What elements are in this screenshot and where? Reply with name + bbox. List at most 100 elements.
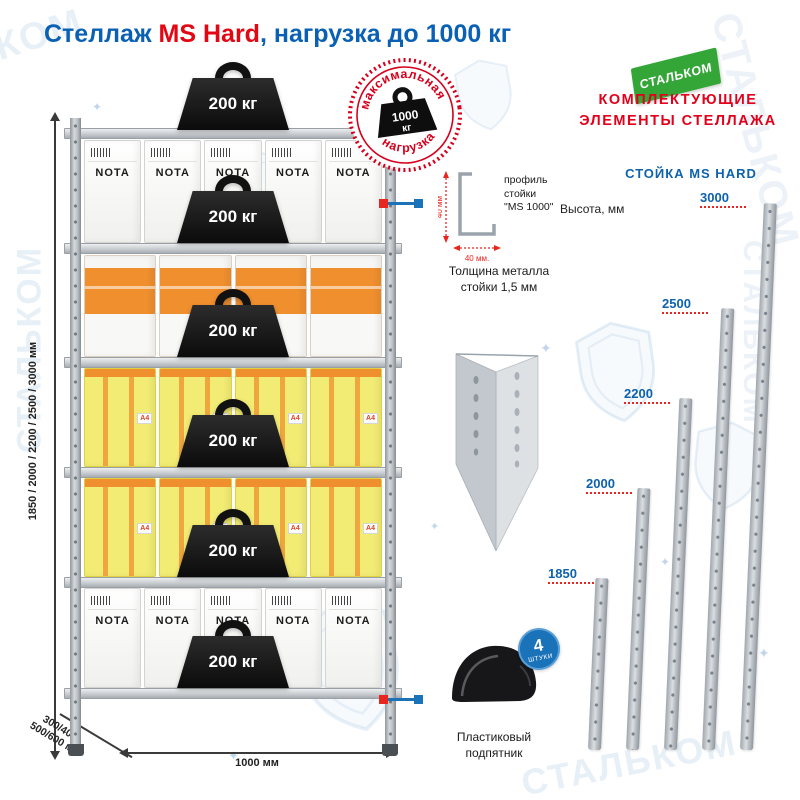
post-height-label-1850: 1850 [548, 566, 577, 581]
box-brand-label: NOTA [155, 615, 190, 627]
post-leader-line [586, 492, 632, 494]
post-height-label-2000: 2000 [586, 476, 615, 491]
height-units-label: Высота, мм [560, 202, 625, 216]
post-leader-line [548, 582, 594, 584]
rack-post-left [70, 118, 81, 746]
pack-size-label: A4 [287, 412, 303, 424]
shelf [64, 357, 402, 368]
thickness-line1: Толщина металла [448, 264, 550, 278]
weight-200kg: 200 кг [177, 173, 289, 243]
post-marker-blue [414, 199, 423, 208]
post-subheading: СТОЙКА MS HARD [625, 166, 757, 181]
weight-200kg: 200 кг [177, 397, 289, 467]
nota-box: NOTA [324, 140, 383, 243]
watermark-text: СТАЛЬКОМ [702, 8, 800, 253]
height-dimension-label: 1850 / 2000 / 2200 / 2500 / 3000 мм [27, 341, 39, 521]
pack-size-label: A4 [363, 522, 378, 534]
profile-dim-horizontal: 40 мм. [465, 254, 489, 263]
metal-thickness-note: Толщина металла стойки 1,5 мм [436, 264, 562, 295]
box-brand-label: NOTA [95, 615, 130, 627]
nota-box: NOTA [84, 140, 142, 243]
profile-dim-vertical: 40 мм [438, 196, 444, 218]
stamp-weight-unit: кг [402, 122, 413, 134]
barcode-icon [91, 148, 111, 157]
post-marker-red [379, 695, 388, 704]
weight-label: 200 кг [208, 94, 258, 113]
weight-label: 200 кг [208, 207, 258, 226]
shield-watermark-icon [574, 321, 656, 423]
foot-label-line2: подпятник [465, 745, 523, 760]
orange-box [309, 255, 382, 357]
upright-post-2200 [664, 398, 693, 751]
shelf [64, 577, 402, 588]
post-height-label-2500: 2500 [662, 296, 691, 311]
pack-size-label: A4 [287, 522, 303, 534]
profile-cross-section [458, 172, 496, 236]
box-brand-label: NOTA [95, 167, 130, 179]
rack-post-right [385, 118, 396, 746]
paper-pack: A4 [84, 478, 157, 577]
post-height-label-2200: 2200 [624, 386, 653, 401]
weight-label: 200 кг [208, 431, 258, 450]
weight-label: 200 кг [208, 321, 258, 340]
title-part1: Стеллаж [44, 20, 159, 48]
profile-label-line3: "MS 1000" [504, 201, 554, 214]
corner-post-render [455, 353, 539, 552]
profile-label: профиль стойки "MS 1000" [504, 174, 553, 215]
barcode-icon [91, 596, 111, 605]
post-height-label-3000: 3000 [700, 190, 729, 205]
pack-size-label: A4 [137, 522, 153, 534]
profile-label-line2: стойки [504, 187, 537, 200]
stamp-weight-value: 1000 [391, 107, 420, 125]
shelf [64, 467, 402, 478]
pack-size-label: A4 [137, 412, 153, 424]
shelf [64, 243, 402, 254]
title-highlight: MS Hard [158, 20, 260, 48]
rack-foot [68, 744, 84, 756]
foot-label-line1: Пластиковый [456, 730, 532, 744]
sparkle-icon: ✦ [430, 521, 440, 533]
weight-200kg: 200 кг [177, 287, 289, 357]
barcode-icon [271, 596, 292, 605]
thickness-line2: стойки 1,5 мм [460, 279, 538, 294]
weight-label: 200 кг [208, 652, 258, 671]
upright-post-2500 [702, 308, 735, 751]
barcode-icon [271, 148, 292, 157]
shield-watermark-icon [453, 59, 512, 131]
post-leader-line [624, 402, 670, 404]
box-brand-label: NOTA [336, 615, 371, 627]
sparkle-icon: ✦ [758, 645, 770, 661]
shelf [64, 688, 402, 699]
sparkle-icon: ✦ [92, 100, 103, 114]
weight-200kg: 200 кг [177, 618, 289, 688]
badge-text: штуки [527, 652, 554, 664]
width-dimension-label: 1000 мм [235, 757, 279, 769]
box-brand-label: NOTA [155, 167, 190, 179]
post-leader-line [700, 206, 746, 208]
components-heading-line2: ЭЛЕМЕНТЫ СТЕЛЛАЖА [579, 113, 777, 129]
box-brand-label: NOTA [276, 167, 311, 179]
plastic-foot-label: Пластиковый подпятник [436, 730, 552, 761]
paper-pack: A4 [309, 478, 382, 577]
nota-box: NOTA [84, 588, 142, 688]
badge-number: 4 [531, 634, 545, 656]
box-brand-label: NOTA [336, 167, 371, 179]
upright-post-1850 [588, 577, 609, 751]
paper-pack: A4 [84, 368, 157, 467]
barcode-icon [211, 148, 232, 157]
post-leader-line [662, 312, 708, 314]
post-profile-diagram: 40 мм 40 мм. [438, 171, 501, 263]
marker-connector [388, 202, 414, 205]
post-marker-red [379, 199, 388, 208]
sparkle-icon: ✦ [540, 340, 552, 356]
page-title: Стеллаж MS Hard, нагрузка до 1000 кг [44, 20, 511, 49]
upright-post-2000 [626, 487, 651, 751]
shelving-rack-illustration: NOTA NOTA NOTA NOTA NOTA A4 A4 A4 A4 A4 … [64, 62, 402, 760]
title-part2: , нагрузка до 1000 кг [259, 20, 512, 48]
weight-200kg: 200 кг [177, 60, 289, 130]
box-brand-label: NOTA [276, 615, 311, 627]
stamp-weight-body [377, 98, 438, 138]
nota-box: NOTA [144, 588, 202, 688]
post-marker-blue [414, 695, 423, 704]
